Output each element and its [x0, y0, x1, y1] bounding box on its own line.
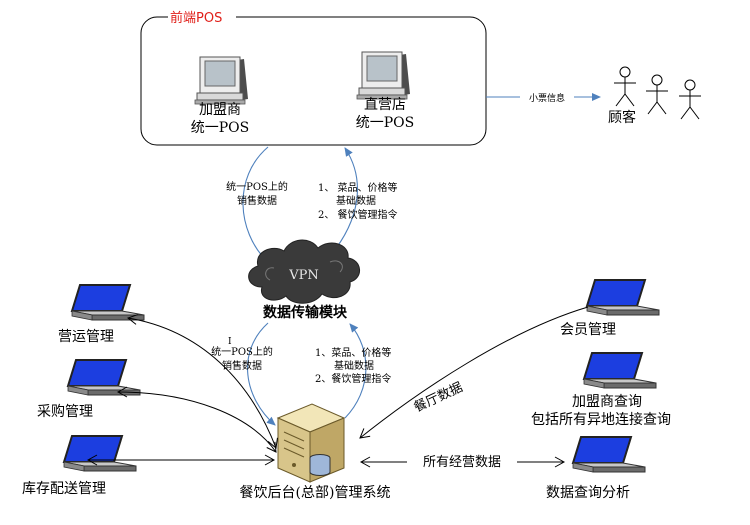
- franchise-pos-monitor-icon: [194, 56, 249, 106]
- right-modules: 会员管理 加盟商查询 包括所有异地连接查询 数据查询分析 所有经营数据: [359, 279, 671, 501]
- customer-stick-figure-icon: [613, 66, 637, 107]
- customer-group: 顾客: [608, 66, 702, 126]
- operations-management-label: 营运管理: [58, 329, 114, 345]
- upper-sales-data-line1: 统一POS上的: [226, 180, 288, 193]
- front-pos-group: 前端POS 加盟商 统一POS 直营店 统一POS: [140, 10, 487, 146]
- upper-base-data-line2: 基础数据: [336, 194, 376, 207]
- customer-label: 顾客: [608, 109, 636, 126]
- direct-store-pos-label-line2: 统一POS: [356, 115, 415, 131]
- upper-sales-data-line2: 销售数据: [237, 194, 277, 207]
- inventory-laptop-icon: [63, 435, 137, 472]
- lower-sales-data-line1: 统一POS上的: [211, 345, 273, 358]
- all-business-data-label: 所有经营数据: [423, 455, 501, 470]
- data-query-analysis-label: 数据查询分析: [546, 485, 630, 501]
- receipt-flow: 小票信息: [486, 90, 601, 104]
- analysis-laptop-icon: [572, 436, 646, 473]
- franchise-pos-label-line2: 统一POS: [191, 120, 250, 136]
- customer-stick-figure-icon: [645, 74, 669, 115]
- operations-laptop-icon: [71, 284, 145, 321]
- lower-base-data-line2: 基础数据: [334, 359, 374, 372]
- vpn-cloud-icon: VPN: [248, 239, 360, 304]
- receipt-info-label: 小票信息: [529, 92, 565, 104]
- front-pos-box: [140, 16, 487, 146]
- customer-stick-figure-icon: [678, 79, 702, 120]
- member-laptop-icon: [586, 279, 660, 316]
- restaurant-data-label: 餐厅数据: [411, 379, 465, 415]
- franchise-query-label-line1: 加盟商查询: [572, 394, 642, 410]
- franchise-pos-label-line1: 加盟商: [199, 102, 241, 118]
- vpn-label: VPN: [288, 268, 319, 283]
- purchasing-laptop-icon: [67, 359, 141, 396]
- franchise-query-label-line2: 包括所有异地连接查询: [531, 411, 671, 428]
- purchasing-management-label: 采购管理: [37, 404, 93, 420]
- data-transfer-module-label: 数据传输模块: [263, 304, 348, 321]
- upper-base-data-line1: 1、 菜品、价格等: [318, 181, 398, 194]
- backend-server-icon: [276, 403, 346, 483]
- franchise-query-laptop-icon: [583, 352, 657, 389]
- inventory-distribution-label: 库存配送管理: [22, 481, 106, 497]
- lower-tick-mark: I: [228, 337, 232, 347]
- direct-store-pos-monitor-icon: [356, 51, 411, 101]
- lower-base-data-line1: 1、菜品、价格等: [315, 346, 391, 359]
- upper-flows: 统一POS上的 销售数据 1、 菜品、价格等 基础数据 2、 餐饮管理指令: [226, 146, 398, 261]
- lower-command-line: 2、餐饮管理指令: [315, 372, 391, 385]
- member-management-label: 会员管理: [560, 322, 616, 338]
- upper-command-line: 2、 餐饮管理指令: [318, 208, 398, 221]
- front-pos-title: 前端POS: [170, 10, 222, 26]
- backend-system-label: 餐饮后台(总部)管理系统: [240, 485, 391, 501]
- left-modules: 营运管理 采购管理 库存配送管理: [22, 284, 278, 497]
- direct-store-pos-label-line1: 直营店: [364, 96, 406, 113]
